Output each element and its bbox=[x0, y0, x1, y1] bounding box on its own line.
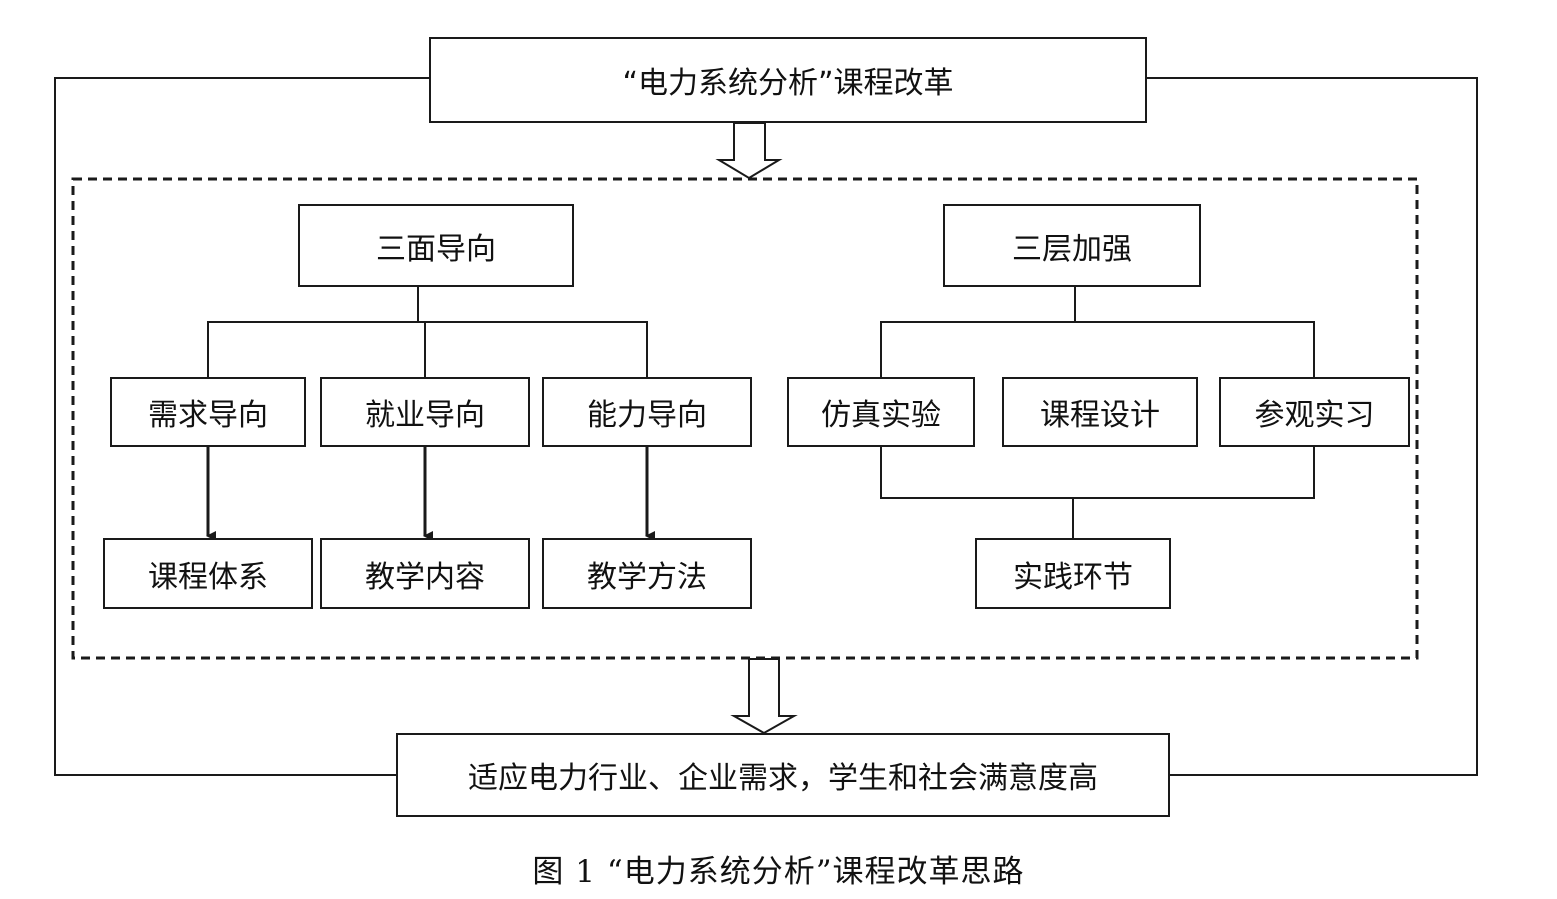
three-layers-box: 三层加强 bbox=[943, 204, 1201, 287]
course-design-box: 课程设计 bbox=[1002, 377, 1198, 447]
field-visit-text: 参观实习 bbox=[1254, 398, 1375, 433]
practice-link-text: 实践环节 bbox=[1013, 559, 1133, 595]
three-orientations-box: 三面导向 bbox=[298, 204, 574, 287]
ability-orientation-text: 能力导向 bbox=[587, 398, 707, 433]
curriculum-system-box: 课程体系 bbox=[103, 538, 313, 609]
teaching-content-text: 教学内容 bbox=[365, 559, 485, 595]
teaching-method-text: 教学方法 bbox=[587, 559, 707, 595]
employment-orientation-box: 就业导向 bbox=[320, 377, 530, 447]
connector-right-branches bbox=[880, 321, 1315, 377]
teaching-content-box: 教学内容 bbox=[320, 538, 530, 609]
course-design-text: 课程设计 bbox=[1040, 398, 1160, 433]
reform-title-text: “电力系统分析”课程改革 bbox=[622, 66, 954, 101]
feedback-loop-right bbox=[1147, 77, 1478, 776]
hollow-arrow-bottom bbox=[730, 658, 798, 735]
ability-orientation-box: 能力导向 bbox=[542, 377, 752, 447]
feedback-loop-left bbox=[54, 77, 430, 776]
employment-orientation-text: 就业导向 bbox=[365, 398, 485, 433]
connector-left-branches bbox=[207, 321, 648, 377]
simulation-experiment-text: 仿真实验 bbox=[821, 398, 941, 433]
curriculum-system-text: 课程体系 bbox=[148, 559, 268, 595]
hollow-arrow-top bbox=[715, 122, 783, 180]
reform-title-box: “电力系统分析”课程改革 bbox=[429, 37, 1147, 123]
dashed-container bbox=[71, 177, 1419, 660]
demand-orientation-box: 需求导向 bbox=[110, 377, 306, 447]
teaching-method-box: 教学方法 bbox=[542, 538, 752, 609]
simulation-experiment-box: 仿真实验 bbox=[787, 377, 975, 447]
goal-text: 适应电力行业、企业需求，学生和社会满意度高 bbox=[468, 761, 1098, 796]
goal-box: 适应电力行业、企业需求，学生和社会满意度高 bbox=[396, 733, 1170, 817]
figure-caption: 图 1 “电力系统分析”课程改革思路 bbox=[532, 854, 1025, 890]
three-orientations-text: 三面导向 bbox=[376, 231, 496, 267]
field-visit-box: 参观实习 bbox=[1219, 377, 1410, 447]
demand-orientation-text: 需求导向 bbox=[148, 398, 268, 433]
connector-right-merge bbox=[880, 447, 1315, 499]
practice-link-box: 实践环节 bbox=[975, 538, 1171, 609]
three-layers-text: 三层加强 bbox=[1012, 231, 1132, 267]
